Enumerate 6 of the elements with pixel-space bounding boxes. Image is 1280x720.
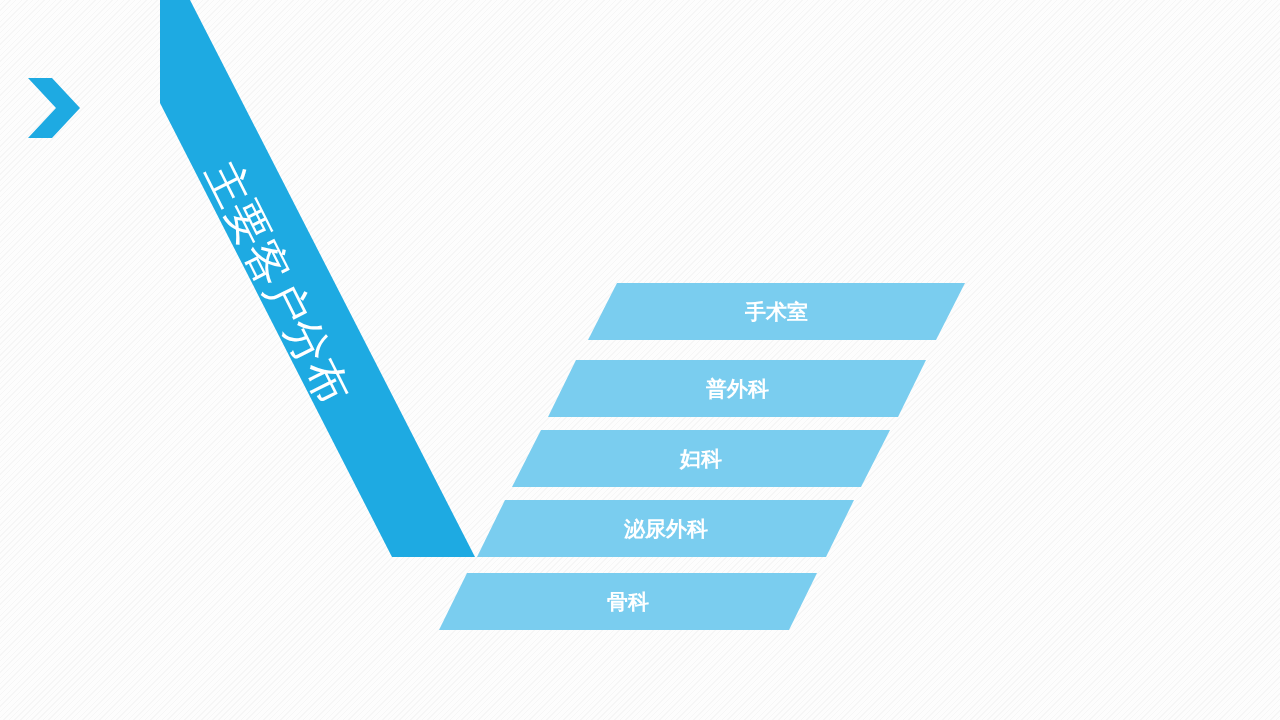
category-label: 泌尿外科 <box>623 515 708 543</box>
category-label: 普外科 <box>705 375 769 403</box>
category-label: 妇科 <box>680 445 722 473</box>
category-label: 骨科 <box>607 588 649 616</box>
category-label: 手术室 <box>745 298 808 326</box>
section-title: 主要客户分布 <box>195 151 361 414</box>
